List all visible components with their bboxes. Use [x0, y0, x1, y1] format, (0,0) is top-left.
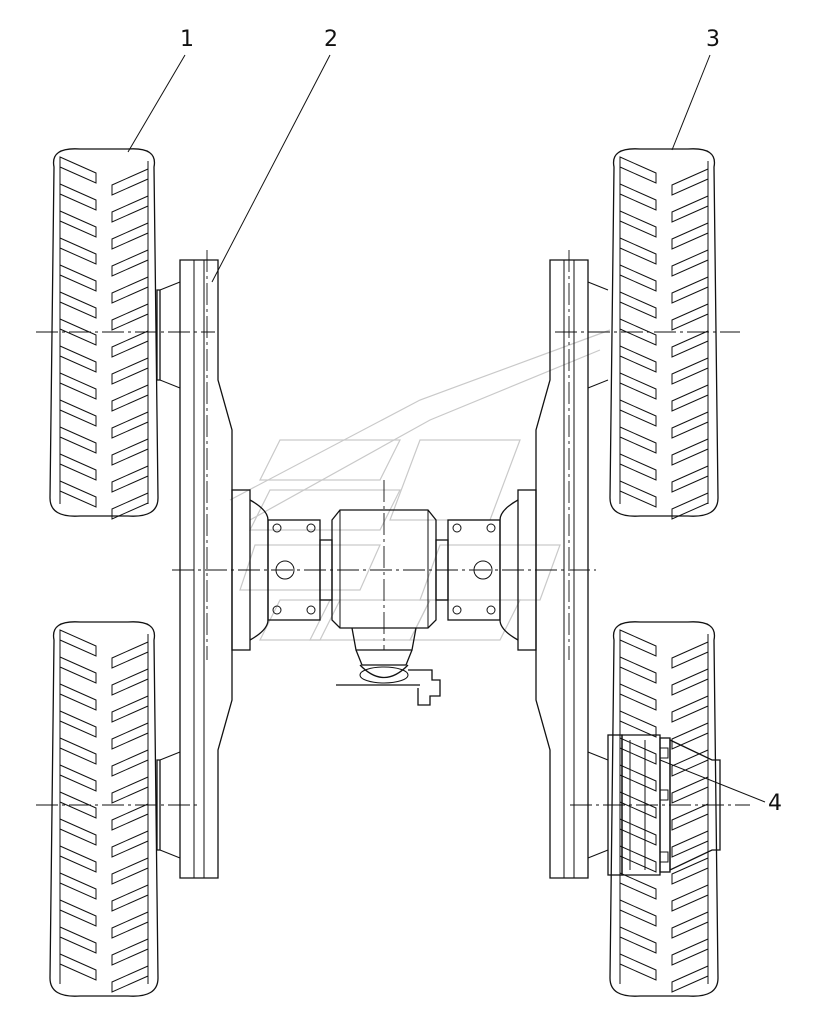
callout-1: 1: [180, 27, 194, 52]
front-left-tire: [49, 148, 159, 520]
rear-left-tire: [49, 621, 159, 997]
left-bogie-beam: [156, 259, 233, 879]
leader-lines: [127, 54, 766, 803]
center-lines: [36, 250, 750, 806]
rear-right-tire: [609, 621, 719, 997]
callout-3: 3: [706, 27, 720, 52]
callout-2: 2: [324, 27, 338, 52]
callout-4: 4: [768, 791, 782, 816]
watermark-logo: [229, 329, 611, 641]
right-bogie-beam: [535, 259, 609, 879]
front-right-tire: [609, 148, 719, 520]
